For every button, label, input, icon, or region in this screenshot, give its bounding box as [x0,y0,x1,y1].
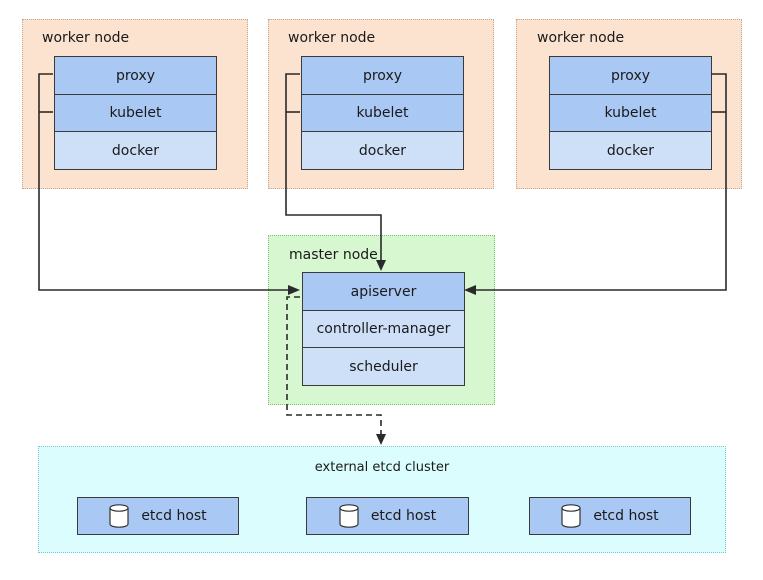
master-controller-manager: controller-manager [302,310,465,348]
worker-1-kubelet: kubelet [54,94,217,132]
etcd-cluster: external etcd cluster etcd host etcd hos… [38,446,726,553]
database-icon [339,504,359,528]
etcd-host-3: etcd host [529,497,691,535]
arrow-down-into-etcd [376,434,386,445]
master-scheduler: scheduler [302,347,465,386]
etcd-host-1: etcd host [77,497,239,535]
worker-node-3: worker node proxy kubelet docker [516,19,742,189]
etcd-cluster-title: external etcd cluster [314,460,450,475]
etcd-host-1-label: etcd host [141,508,207,524]
master-node: master node apiserver controller-manager… [268,235,495,405]
worker-2-docker: docker [301,131,464,170]
worker-2-proxy: proxy [301,56,464,95]
database-icon [109,504,129,528]
worker-3-kubelet: kubelet [549,94,712,132]
worker-node-2-title: worker node [288,30,376,46]
worker-node-1-title: worker node [42,30,130,46]
worker-3-proxy: proxy [549,56,712,95]
worker-node-1: worker node proxy kubelet docker [22,19,248,189]
master-apiserver: apiserver [302,272,465,311]
worker-2-kubelet: kubelet [301,94,464,132]
worker-1-proxy: proxy [54,56,217,95]
worker-1-docker: docker [54,131,217,170]
etcd-host-2-label: etcd host [370,508,437,524]
worker-node-2: worker node proxy kubelet docker [268,19,494,189]
database-icon [561,504,581,528]
etcd-host-3-label: etcd host [593,508,659,524]
worker-3-docker: docker [549,131,712,170]
worker-node-3-title: worker node [537,30,625,46]
master-node-title: master node [289,247,378,263]
etcd-host-2: etcd host [306,497,469,535]
